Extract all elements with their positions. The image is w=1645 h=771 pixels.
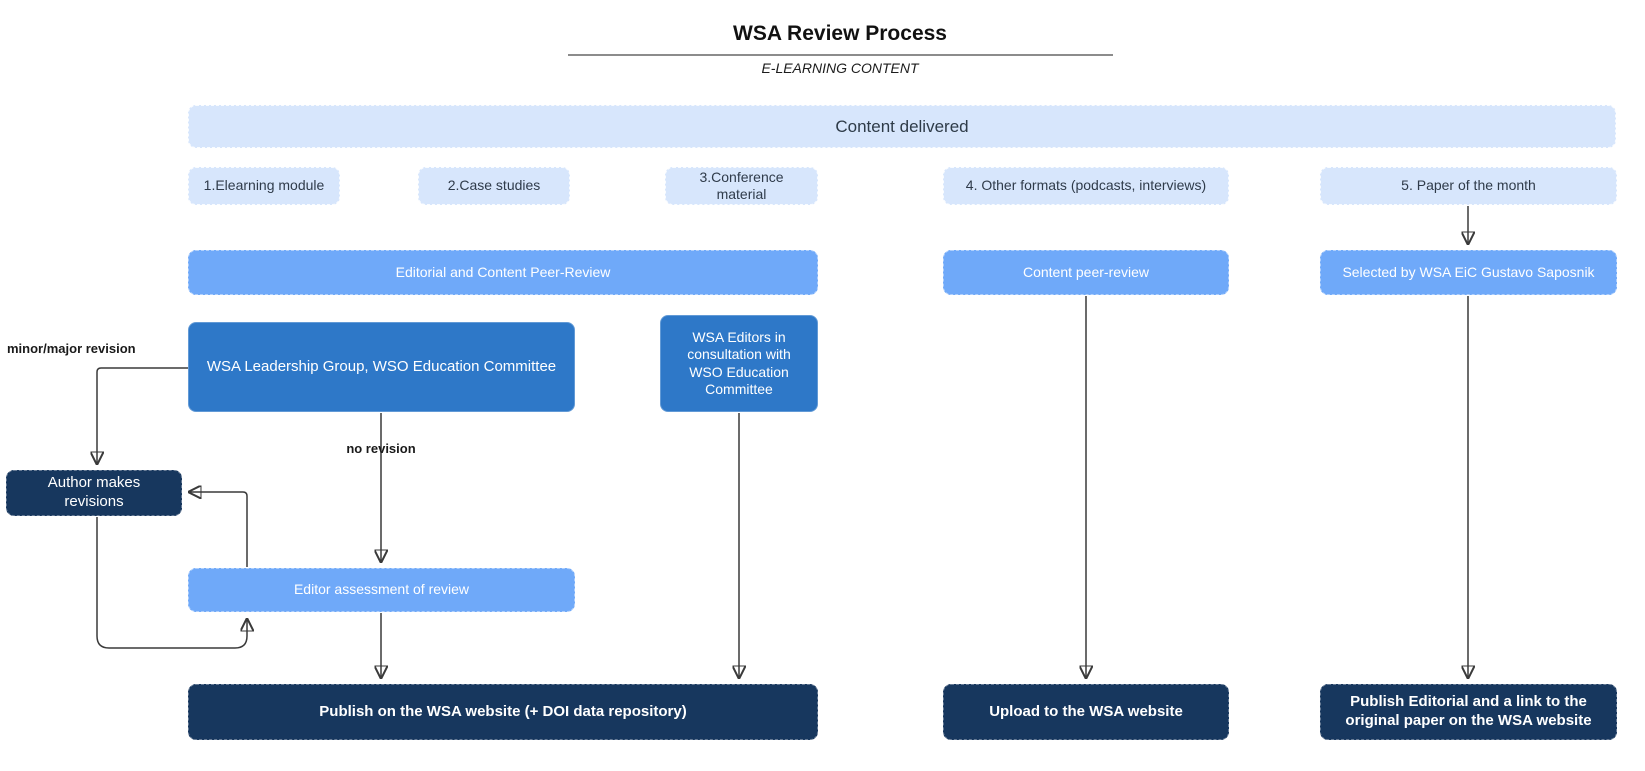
page-title: WSA Review Process xyxy=(515,22,1165,46)
page-title-text: WSA Review Process xyxy=(733,22,947,45)
node-author-revisions: Author makes revisions xyxy=(6,470,182,516)
node-editorial-peer-review: Editorial and Content Peer-Review xyxy=(188,250,818,295)
node-elearning-module: 1.Elearning module xyxy=(188,167,340,205)
node-editor-assessment: Editor assessment of review xyxy=(188,568,575,612)
label-no-revision: no revision xyxy=(346,441,416,456)
node-wsa-leadership: WSA Leadership Group, WSO Education Comm… xyxy=(188,322,575,412)
node-publish-wsa: Publish on the WSA website (+ DOI data r… xyxy=(188,684,818,740)
title-underline xyxy=(568,54,1113,56)
node-publish-editorial: Publish Editorial and a link to the orig… xyxy=(1320,684,1617,740)
node-wsa-editors: WSA Editors in consultation with WSO Edu… xyxy=(660,315,818,412)
page-subtitle: E-LEARNING CONTENT xyxy=(761,60,919,76)
node-other-formats: 4. Other formats (podcasts, interviews) xyxy=(943,167,1229,205)
arrow-leadership-to-author xyxy=(97,367,188,463)
node-case-studies: 2.Case studies xyxy=(418,167,570,205)
label-minor-major-revision: minor/major revision xyxy=(7,341,136,356)
node-content-peer-review: Content peer-review xyxy=(943,250,1229,295)
node-paper-of-month: 5. Paper of the month xyxy=(1320,167,1617,205)
node-content-delivered: Content delivered xyxy=(188,105,1616,148)
node-upload-wsa: Upload to the WSA website xyxy=(943,684,1229,740)
node-selected-by-eic: Selected by WSA EiC Gustavo Saposnik xyxy=(1320,250,1617,295)
node-conference-material: 3.Conference material xyxy=(665,167,818,205)
arrow-assessment-to-author xyxy=(190,492,248,567)
